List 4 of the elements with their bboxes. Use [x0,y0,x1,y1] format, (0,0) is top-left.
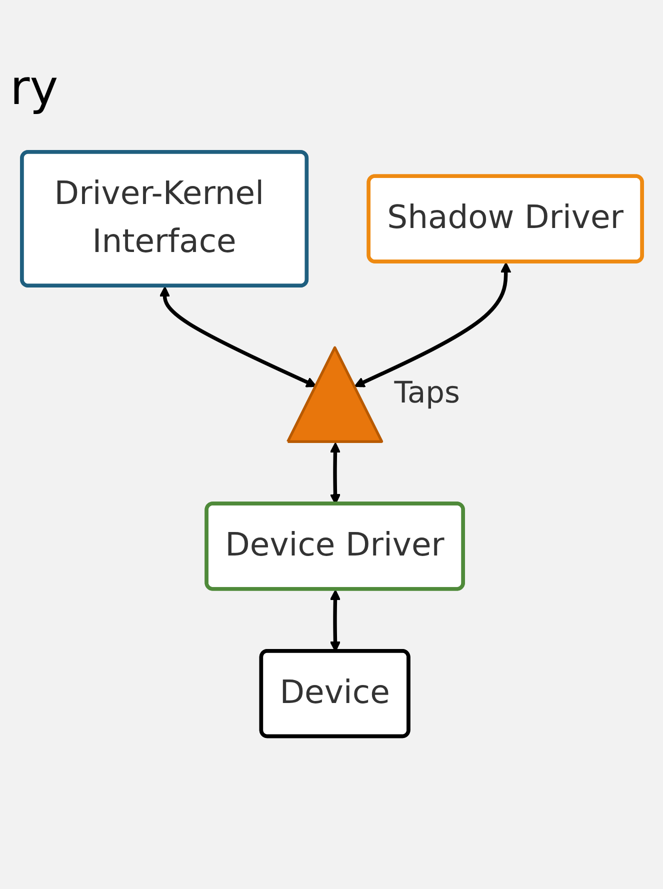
note-text: ry [10,60,58,116]
arrow [158,286,316,388]
arrow [354,262,511,388]
node-caption: Taps [394,376,460,412]
